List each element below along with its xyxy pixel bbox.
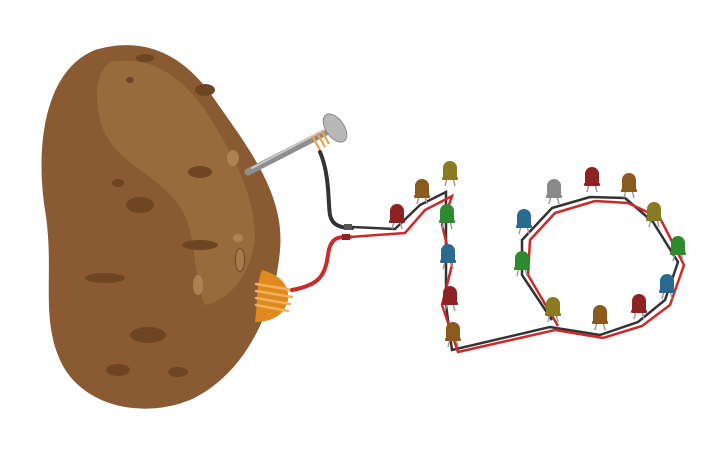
- led: [592, 305, 608, 331]
- led: [670, 236, 686, 262]
- chain-wire-negative: [351, 189, 680, 352]
- led-body: [415, 179, 429, 197]
- led-rim: [442, 302, 458, 305]
- negative-wire: [318, 150, 354, 230]
- led-rim: [445, 338, 461, 341]
- coil-turn: [254, 289, 294, 299]
- led: [440, 244, 456, 270]
- nail-wire-coil: [311, 130, 330, 151]
- led: [646, 202, 662, 228]
- potato-light-mark: [227, 150, 239, 166]
- coil-turn: [254, 303, 290, 313]
- led-body: [547, 179, 561, 197]
- led-rim: [621, 189, 637, 192]
- led-body: [671, 236, 685, 254]
- led-body: [632, 294, 646, 312]
- nail-head: [322, 113, 348, 143]
- coil-turn: [311, 135, 321, 151]
- nail-electrode: [244, 113, 348, 176]
- led-rim: [514, 267, 530, 270]
- potato-spot: [126, 77, 134, 83]
- potato-spot: [126, 197, 154, 213]
- led: [389, 204, 405, 230]
- led-rim: [442, 177, 458, 180]
- potato-light-mark: [193, 275, 203, 295]
- potato-light-mark: [236, 249, 244, 271]
- led-rim: [670, 252, 686, 255]
- potato-spot: [106, 364, 130, 376]
- led-rim: [584, 183, 600, 186]
- led-body: [647, 202, 661, 220]
- potato-spots: [85, 54, 245, 377]
- led-body: [443, 286, 457, 304]
- led: [514, 251, 530, 277]
- led-body: [517, 209, 531, 227]
- led-rim: [440, 260, 456, 263]
- potato-spot: [136, 54, 154, 62]
- led-body: [443, 161, 457, 179]
- potato-spot: [168, 367, 188, 377]
- potato-light-marks: [193, 150, 244, 295]
- led-rim: [546, 195, 562, 198]
- potato-spot: [130, 327, 166, 343]
- led-rim: [439, 220, 455, 223]
- copper-coil: [254, 282, 294, 313]
- led-body: [515, 251, 529, 269]
- led-body: [390, 204, 404, 222]
- potato-light-mark: [233, 234, 243, 242]
- led-rim: [516, 225, 532, 228]
- led-body: [440, 204, 454, 222]
- potato-spot: [85, 273, 125, 283]
- led-body: [622, 173, 636, 191]
- copper-electrode: [254, 270, 294, 322]
- potato: [41, 45, 281, 409]
- led-body: [546, 297, 560, 315]
- led: [442, 161, 458, 187]
- led-rim: [631, 310, 647, 313]
- led: [516, 209, 532, 235]
- led-rim: [414, 195, 430, 198]
- led-rim: [646, 218, 662, 221]
- led-rim: [545, 313, 561, 316]
- led-rim: [659, 290, 675, 293]
- led-body: [585, 167, 599, 185]
- potato-spot: [195, 84, 215, 96]
- potato-spot: [182, 240, 218, 250]
- coil-turn: [321, 130, 330, 145]
- led-body: [593, 305, 607, 323]
- led: [439, 204, 455, 230]
- led: [414, 179, 430, 205]
- led: [546, 179, 562, 205]
- led: [584, 167, 600, 193]
- led: [545, 297, 561, 323]
- led-chain-wires: [349, 189, 686, 354]
- coil-turn: [316, 132, 326, 148]
- coil-turn: [254, 282, 294, 292]
- led-body: [660, 274, 674, 292]
- led: [659, 274, 675, 300]
- led-rim: [592, 321, 608, 324]
- positive-wire: [290, 234, 352, 292]
- led: [445, 322, 461, 348]
- nail-shaft: [244, 126, 334, 176]
- led-body: [441, 244, 455, 262]
- led-body: [446, 322, 460, 340]
- chain-wire-positive: [349, 193, 686, 354]
- nail-shaft-highlight: [251, 127, 329, 169]
- led-rim: [389, 220, 405, 223]
- led: [442, 286, 458, 312]
- led: [621, 173, 637, 199]
- potato-spot: [188, 166, 212, 178]
- potato-spot: [112, 179, 124, 187]
- led-chain: [389, 161, 686, 348]
- led: [631, 294, 647, 320]
- coil-turn: [254, 296, 292, 306]
